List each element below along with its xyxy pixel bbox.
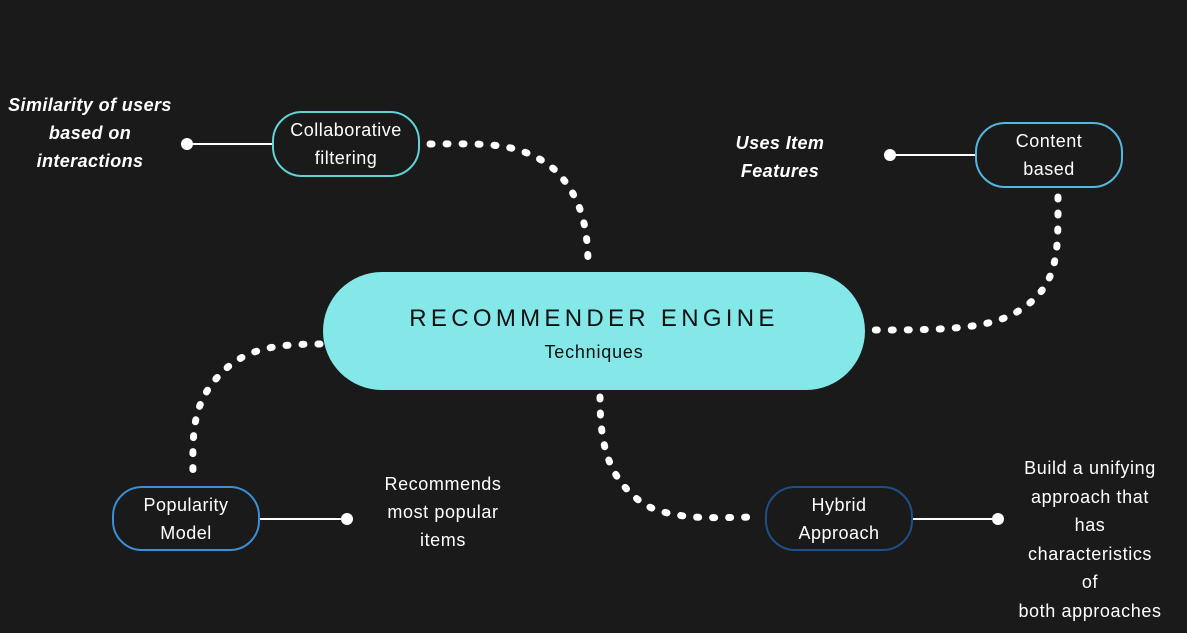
node-label-line: Hybrid	[811, 494, 867, 515]
note-line: Uses Item	[735, 133, 825, 153]
node-popularity-model: Popularity Model	[112, 486, 260, 551]
note-line: has	[1074, 515, 1106, 535]
note-line: Build a unifying	[1024, 458, 1156, 478]
note-line: items	[419, 530, 466, 550]
note-popularity: Recommends most popular items	[368, 470, 518, 554]
node-hybrid-approach: Hybrid Approach	[765, 486, 913, 551]
note-line: Features	[740, 161, 820, 181]
center-subtitle: Techniques	[544, 342, 644, 362]
note-line: most popular	[387, 502, 499, 522]
node-label-line: Approach	[798, 522, 880, 543]
note-line: of	[1081, 572, 1099, 592]
note-hybrid: Build a unifying approach that has chara…	[1000, 454, 1180, 625]
note-dot-collaborative	[181, 138, 193, 150]
note-line: based on	[48, 123, 132, 143]
note-line: characteristics	[1027, 543, 1153, 564]
node-label-line: filtering	[314, 148, 378, 168]
center-node-recommender-engine: RECOMMENDER ENGINE Techniques	[323, 272, 865, 390]
note-content: Uses Item Features	[715, 129, 845, 185]
node-label-line: Content	[1015, 131, 1083, 151]
note-line: both approaches	[1018, 600, 1162, 621]
dotted-connector-collaborative	[426, 140, 592, 269]
note-dot-popularity	[341, 513, 353, 525]
center-title: RECOMMENDER ENGINE	[409, 305, 779, 332]
node-label-line: based	[1023, 159, 1075, 179]
node-collaborative-filtering: Collaborative filtering	[272, 111, 420, 177]
note-line: approach that	[1031, 486, 1149, 507]
note-line: Recommends	[384, 474, 502, 494]
note-line: Similarity of users	[8, 95, 172, 115]
node-label-line: Popularity	[143, 494, 229, 515]
note-line: interactions	[36, 151, 144, 171]
note-dot-hybrid	[992, 513, 1004, 525]
node-content-based: Content based	[975, 122, 1123, 188]
node-label-line: Collaborative	[290, 120, 402, 140]
dotted-connector-hybrid	[596, 393, 764, 522]
dotted-connector-content	[864, 193, 1062, 334]
note-collaborative: Similarity of users based on interaction…	[0, 91, 180, 175]
note-dot-content	[884, 149, 896, 161]
dotted-connector-popularity	[189, 340, 324, 486]
node-label-line: Model	[160, 522, 212, 543]
